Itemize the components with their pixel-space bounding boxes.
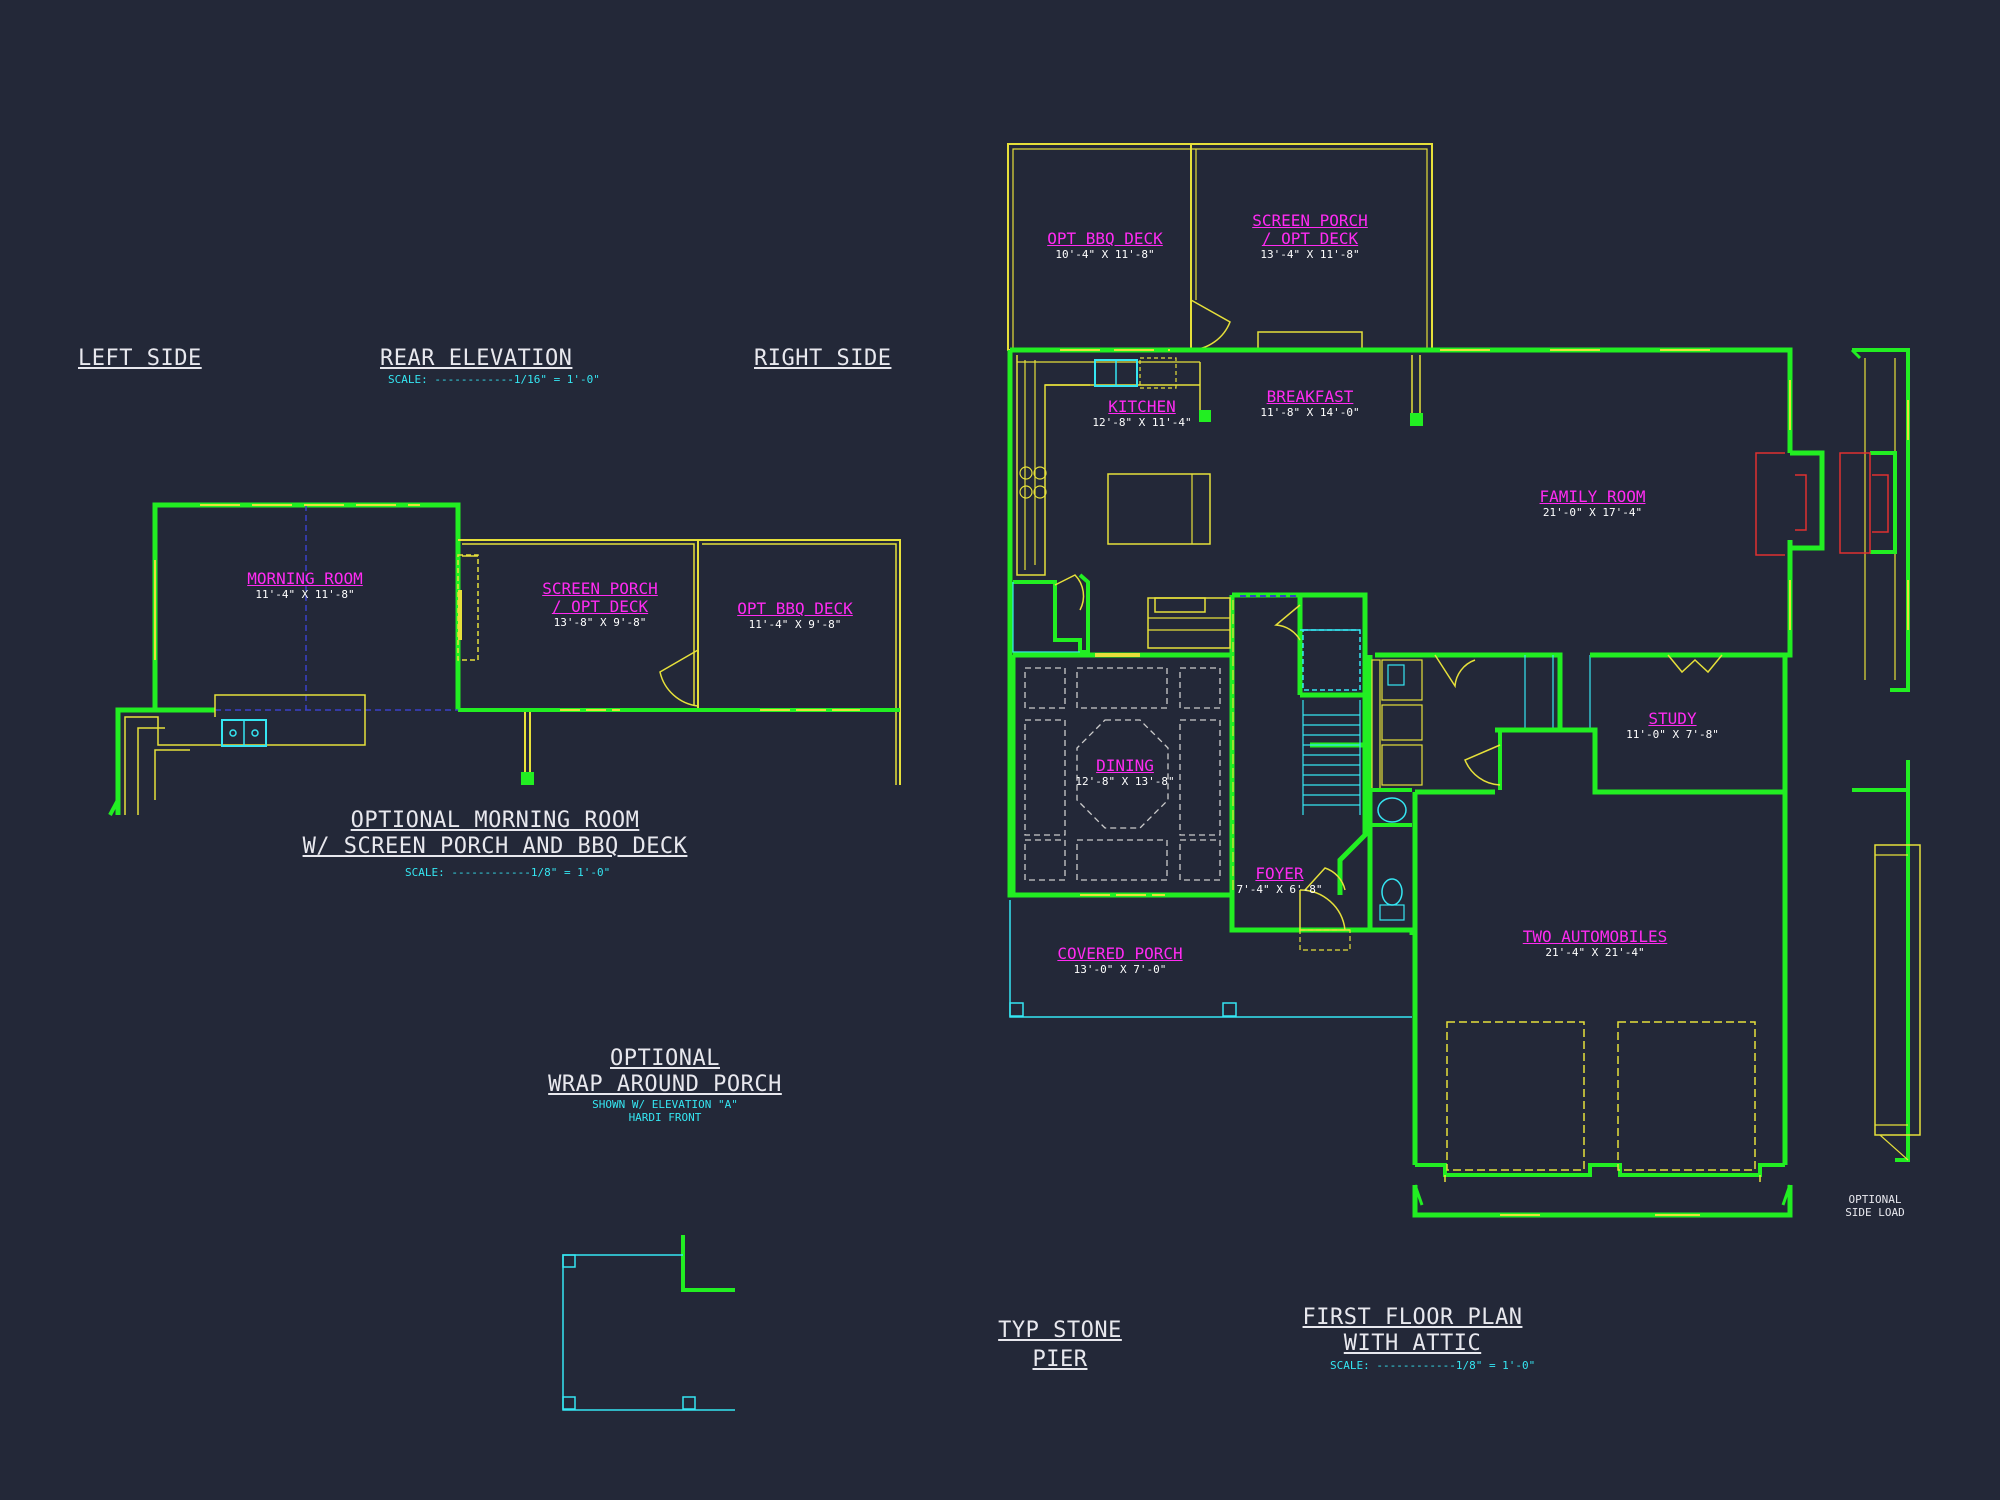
room-name: FOYER [1255, 864, 1304, 883]
room-name: MORNING ROOM [247, 569, 363, 588]
left-side-title: LEFT SIDE [78, 346, 202, 371]
room-dims: 11'-0" X 7'-8" [1626, 728, 1719, 741]
room-dims: 11'-4" X 9'-8" [748, 618, 842, 631]
room-dims: 13'-4" X 11'-8" [1260, 248, 1360, 261]
room-name: DINING [1096, 756, 1154, 775]
room-name: SCREEN PORCH [542, 579, 658, 598]
first-floor-plan-title: FIRST FLOOR PLAN WITH ATTIC [1300, 1305, 1525, 1357]
room-name: STUDY [1648, 709, 1697, 728]
wrap-porch-detail [562, 1235, 735, 1411]
wrap-around-porch-title: OPTIONAL WRAP AROUND PORCH [540, 1046, 790, 1098]
room-bbq-deck-main: OPT BBQ DECK 10'-4" X 11'-8" [1030, 229, 1180, 262]
room-study: STUDY 11'-0" X 7'-8" [1620, 709, 1725, 742]
wrap-subtitle: SHOWN W/ ELEVATION "A" HARDI FRONT [540, 1098, 790, 1124]
first-floor-title-line1: FIRST FLOOR PLAN [1302, 1305, 1523, 1330]
wrap-subtitle-line1: SHOWN W/ ELEVATION "A" [592, 1098, 738, 1111]
first-floor-title-line2: WITH ATTIC [1343, 1331, 1482, 1356]
rear-elevation-scale: SCALE: ------------1/16" = 1'-0" [388, 373, 600, 386]
room-dims: 21'-4" X 21'-4" [1545, 946, 1645, 959]
room-breakfast: BREAKFAST 11'-8" X 14'-0" [1250, 387, 1370, 420]
room-name: TWO AUTOMOBILES [1522, 927, 1668, 946]
room-name: BREAKFAST [1266, 387, 1354, 406]
room-dims: 7'-4" X 6'-8" [1236, 883, 1323, 896]
stone-pier-title: TYP STONE PIER [980, 1316, 1140, 1374]
wrap-subtitle-line2: HARDI FRONT [628, 1111, 702, 1124]
room-name: COVERED PORCH [1057, 944, 1183, 963]
room-dims: 11'-4" X 11'-8" [255, 588, 355, 601]
room-dims: 13'-0" X 7'-0" [1073, 963, 1167, 976]
room-name-2: / OPT DECK [1261, 229, 1359, 248]
room-name: FAMILY ROOM [1539, 487, 1646, 506]
room-covered-porch: COVERED PORCH 13'-0" X 7'-0" [1040, 944, 1200, 977]
rear-elevation-title: REAR ELEVATION [380, 346, 573, 371]
room-dims: 12'-8" X 11'-4" [1092, 416, 1192, 429]
room-screen-porch-left: SCREEN PORCH / OPT DECK 13'-8" X 9'-8" [520, 579, 680, 630]
optional-morning-room-title: OPTIONAL MORNING ROOM W/ SCREEN PORCH AN… [300, 808, 690, 860]
first-floor-plan [1007, 143, 1921, 1218]
room-foyer: FOYER 7'-4" X 6'-8" [1232, 864, 1327, 897]
room-kitchen: KITCHEN 12'-8" X 11'-4" [1092, 397, 1192, 430]
side-load-line1: OPTIONAL [1848, 1193, 1902, 1206]
room-dims: 21'-0" X 17'-4" [1542, 506, 1643, 519]
room-two-automobiles: TWO AUTOMOBILES 21'-4" X 21'-4" [1510, 927, 1680, 960]
optional-morning-title-line1: OPTIONAL MORNING ROOM [350, 808, 640, 833]
optional-morning-title-line2: W/ SCREEN PORCH AND BBQ DECK [302, 834, 688, 859]
optional-morning-scale: SCALE: ------------1/8" = 1'-0" [405, 866, 611, 879]
side-load-line2: SIDE LOAD [1845, 1206, 1905, 1219]
wrap-title-line1: OPTIONAL [610, 1046, 720, 1071]
room-dining: DINING 12'-8" X 13'-8" [1075, 756, 1175, 789]
stone-pier-line1: TYP STONE [998, 1318, 1122, 1343]
room-dims: 12'-8" X 13'-8" [1075, 775, 1175, 788]
room-name: OPT BBQ DECK [1047, 229, 1163, 248]
room-dims: 11'-8" X 14'-0" [1260, 406, 1360, 419]
room-name: OPT BBQ DECK [737, 599, 853, 618]
stone-pier-line2: PIER [1032, 1347, 1088, 1372]
room-dims: 10'-4" X 11'-8" [1055, 248, 1155, 261]
room-bbq-deck-left: OPT BBQ DECK 11'-4" X 9'-8" [720, 599, 870, 632]
room-family-room: FAMILY ROOM 21'-0" X 17'-4" [1525, 487, 1660, 520]
room-screen-porch-main: SCREEN PORCH / OPT DECK 13'-4" X 11'-8" [1230, 211, 1390, 262]
room-dims: 13'-8" X 9'-8" [553, 616, 647, 629]
optional-side-load-label: OPTIONAL SIDE LOAD [1842, 1193, 1908, 1219]
first-floor-scale: SCALE: ------------1/8" = 1'-0" [1330, 1359, 1536, 1372]
room-name: SCREEN PORCH [1252, 211, 1368, 230]
room-name-2: / OPT DECK [551, 597, 649, 616]
morning-room-plan [108, 502, 901, 816]
right-side-title: RIGHT SIDE [754, 346, 892, 371]
room-name: KITCHEN [1108, 397, 1176, 416]
wrap-title-line2: WRAP AROUND PORCH [548, 1072, 782, 1097]
room-morning-room: MORNING ROOM 11'-4" X 11'-8" [230, 569, 380, 602]
